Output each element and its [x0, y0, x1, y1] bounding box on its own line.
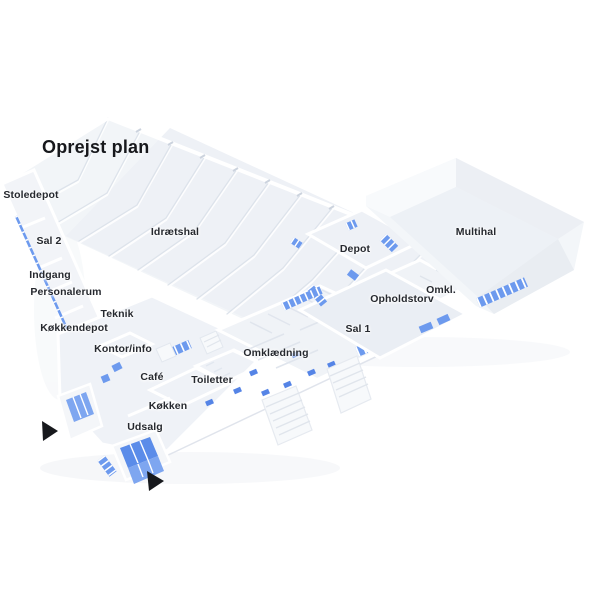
- direction-arrow-west-icon: [42, 421, 58, 441]
- window-strip-multihal-front: [475, 277, 529, 308]
- room-label-kokkendepot: Køkkendepot: [40, 322, 108, 334]
- room-label-toiletter: Toiletter: [191, 374, 233, 386]
- entrance-vestibule-west: [56, 382, 104, 442]
- multihal-hall: [366, 158, 584, 314]
- small-staircase: [155, 330, 224, 363]
- staircase-south-2: [326, 355, 372, 414]
- room-label-omkl: Omkl.: [426, 284, 456, 296]
- room-label-idraetshal: Idrætshal: [150, 226, 200, 238]
- room-label-kokken: Køkken: [148, 400, 188, 412]
- room-label-sal-1: Sal 1: [345, 323, 371, 335]
- page-title: Oprejst plan: [42, 137, 150, 157]
- room-label-teknik: Teknik: [100, 308, 134, 320]
- room-label-sal-2: Sal 2: [36, 235, 62, 247]
- room-label-omklaedning: Omklædning: [243, 347, 309, 359]
- entrance-vestibule-south: [97, 428, 172, 484]
- room-label-multihal: Multihal: [455, 226, 497, 238]
- room-label-udsalg: Udsalg: [127, 421, 163, 433]
- sal1-floor: [296, 268, 470, 360]
- direction-arrow-south-icon: [147, 471, 164, 491]
- hall-left-eave: [0, 116, 110, 186]
- room-label-kontor-info: Kontor/info: [94, 343, 152, 355]
- multihal-floor: [390, 187, 558, 297]
- staircase-south-1: [261, 385, 313, 446]
- door-markers: [205, 350, 336, 407]
- room-label-opholdstorv: Opholdstorv: [370, 293, 434, 305]
- cafe-block-walls: [96, 331, 268, 418]
- room-label-depot: Depot: [339, 243, 371, 255]
- room-label-stoledepot: Stoledepot: [3, 189, 59, 201]
- room-label-indgang: Indgang: [29, 269, 71, 281]
- toilet-stalls: [205, 361, 231, 378]
- room-label-cafe: Café: [140, 371, 164, 383]
- room-label-personalerum: Personalerum: [30, 286, 102, 298]
- right-block-windows: [281, 219, 451, 334]
